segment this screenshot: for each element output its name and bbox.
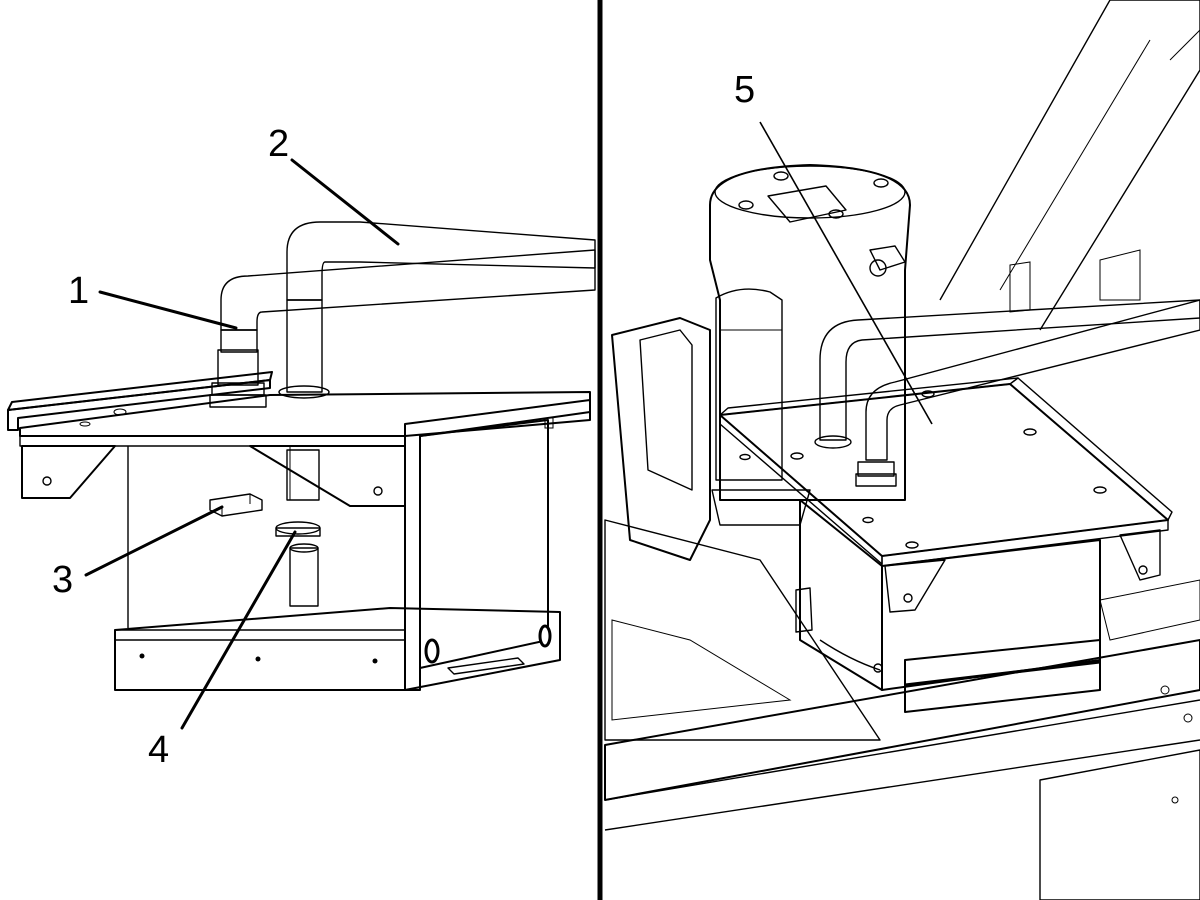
- left-bracket: [21, 445, 116, 499]
- leader-line-4: [180, 530, 297, 730]
- left-frame: [604, 317, 881, 741]
- leader-line-5: [759, 121, 933, 425]
- motor: [709, 164, 911, 526]
- leader-line-2: [290, 158, 400, 246]
- callout-1: 1: [68, 270, 89, 312]
- callout-3: 3: [52, 559, 73, 601]
- callout-4: 4: [148, 729, 169, 771]
- leader-line-1: [98, 290, 238, 330]
- callout-5: 5: [734, 69, 755, 111]
- background-frame: [939, 0, 1200, 331]
- middle-bracket: [249, 445, 406, 507]
- leader-line-3: [84, 505, 224, 577]
- callout-2: 2: [268, 123, 289, 165]
- gray-box: [719, 377, 1173, 713]
- light-pipe: [209, 249, 596, 408]
- clamp: [275, 521, 321, 607]
- side-panel: [404, 399, 591, 691]
- frame: [114, 446, 561, 691]
- top-plate: [7, 371, 591, 447]
- left-panel: 1 2 3 4: [7, 123, 596, 771]
- nut: [209, 493, 263, 517]
- right-panel: 5: [604, 0, 1200, 900]
